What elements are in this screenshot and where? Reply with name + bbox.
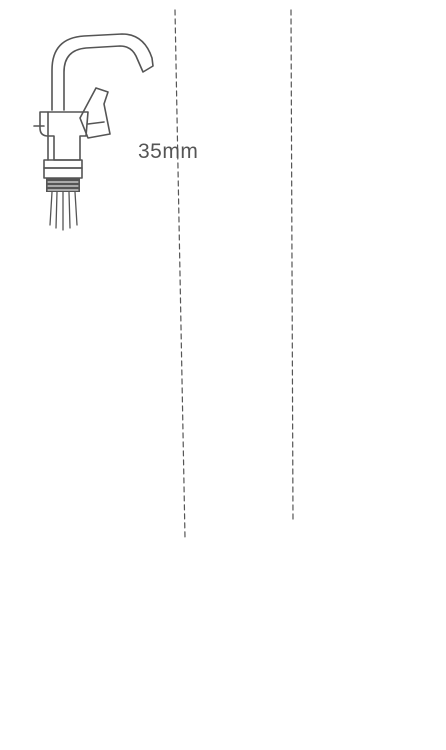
hole-diameter-label: 35mm — [138, 140, 199, 163]
faucet-icon — [33, 33, 154, 231]
faucet-hole-guide-line — [174, 9, 186, 539]
dispenser-hole-guide-line — [290, 9, 294, 521]
